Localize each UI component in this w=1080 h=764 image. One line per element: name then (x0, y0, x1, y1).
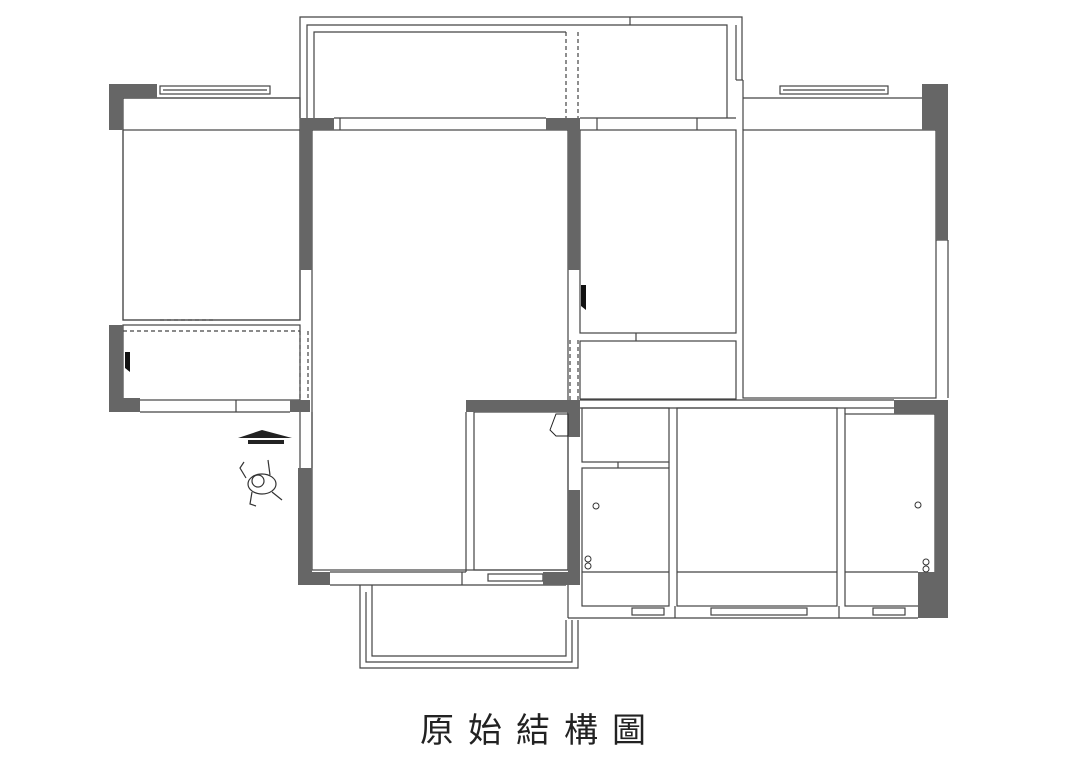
thin-lines (122, 16, 949, 669)
room-kitchen (473, 411, 569, 571)
entry-arrow-icon (238, 430, 292, 444)
room-bedroom-right (742, 129, 937, 399)
utility-point-icon (584, 501, 930, 573)
window (872, 607, 906, 616)
room-bedroom-mid (579, 129, 737, 334)
window (779, 85, 889, 95)
window (710, 607, 808, 616)
plan-title: 原始結構圖 (420, 711, 660, 751)
top-balcony-outline (299, 16, 743, 118)
room-top-left (122, 97, 301, 321)
room-bedroom-bottom (676, 407, 838, 607)
top-balcony-rail (306, 24, 728, 118)
room-living (311, 129, 569, 571)
room-left-storage (122, 324, 301, 401)
floor-plan (109, 16, 949, 669)
window (631, 607, 665, 616)
door-swing-icon (125, 285, 586, 437)
room-bath-1 (581, 467, 670, 607)
room-corridor-mid (579, 340, 737, 400)
structural-walls (109, 84, 948, 618)
window (487, 573, 544, 582)
window (159, 85, 271, 95)
person-figure-icon (239, 459, 283, 507)
bottom-balcony-outline (359, 585, 579, 669)
room-bath-small (581, 407, 670, 463)
